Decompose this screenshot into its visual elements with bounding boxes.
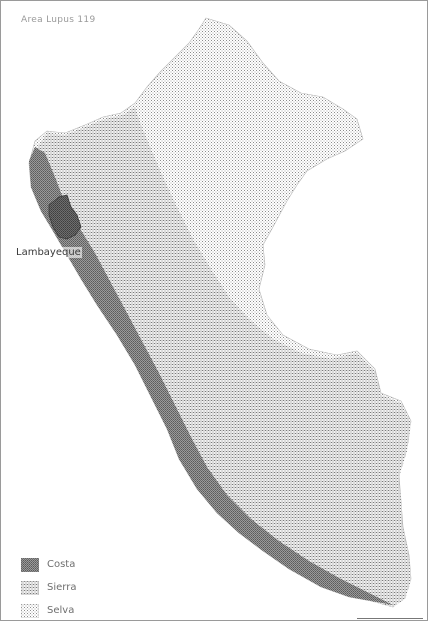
- map-legend: Costa Sierra Selva: [21, 553, 76, 620]
- legend-item-selva: Selva: [21, 599, 76, 620]
- legend-item-sierra: Sierra: [21, 576, 76, 599]
- lambayeque-region: [48, 194, 82, 240]
- scale-bar: [357, 618, 423, 619]
- legend-label-costa: Costa: [47, 559, 76, 570]
- legend-item-costa: Costa: [21, 553, 76, 576]
- legend-swatch-sierra: [21, 580, 39, 595]
- legend-swatch-costa: [21, 557, 39, 572]
- legend-swatch-selva: [21, 603, 39, 618]
- sierra-region: [29, 107, 411, 607]
- legend-label-sierra: Sierra: [47, 582, 77, 593]
- legend-label-selva: Selva: [47, 605, 75, 616]
- map-title: Area Lupus 119: [21, 15, 96, 25]
- region-label-lambayeque: Lambayeque: [15, 247, 82, 258]
